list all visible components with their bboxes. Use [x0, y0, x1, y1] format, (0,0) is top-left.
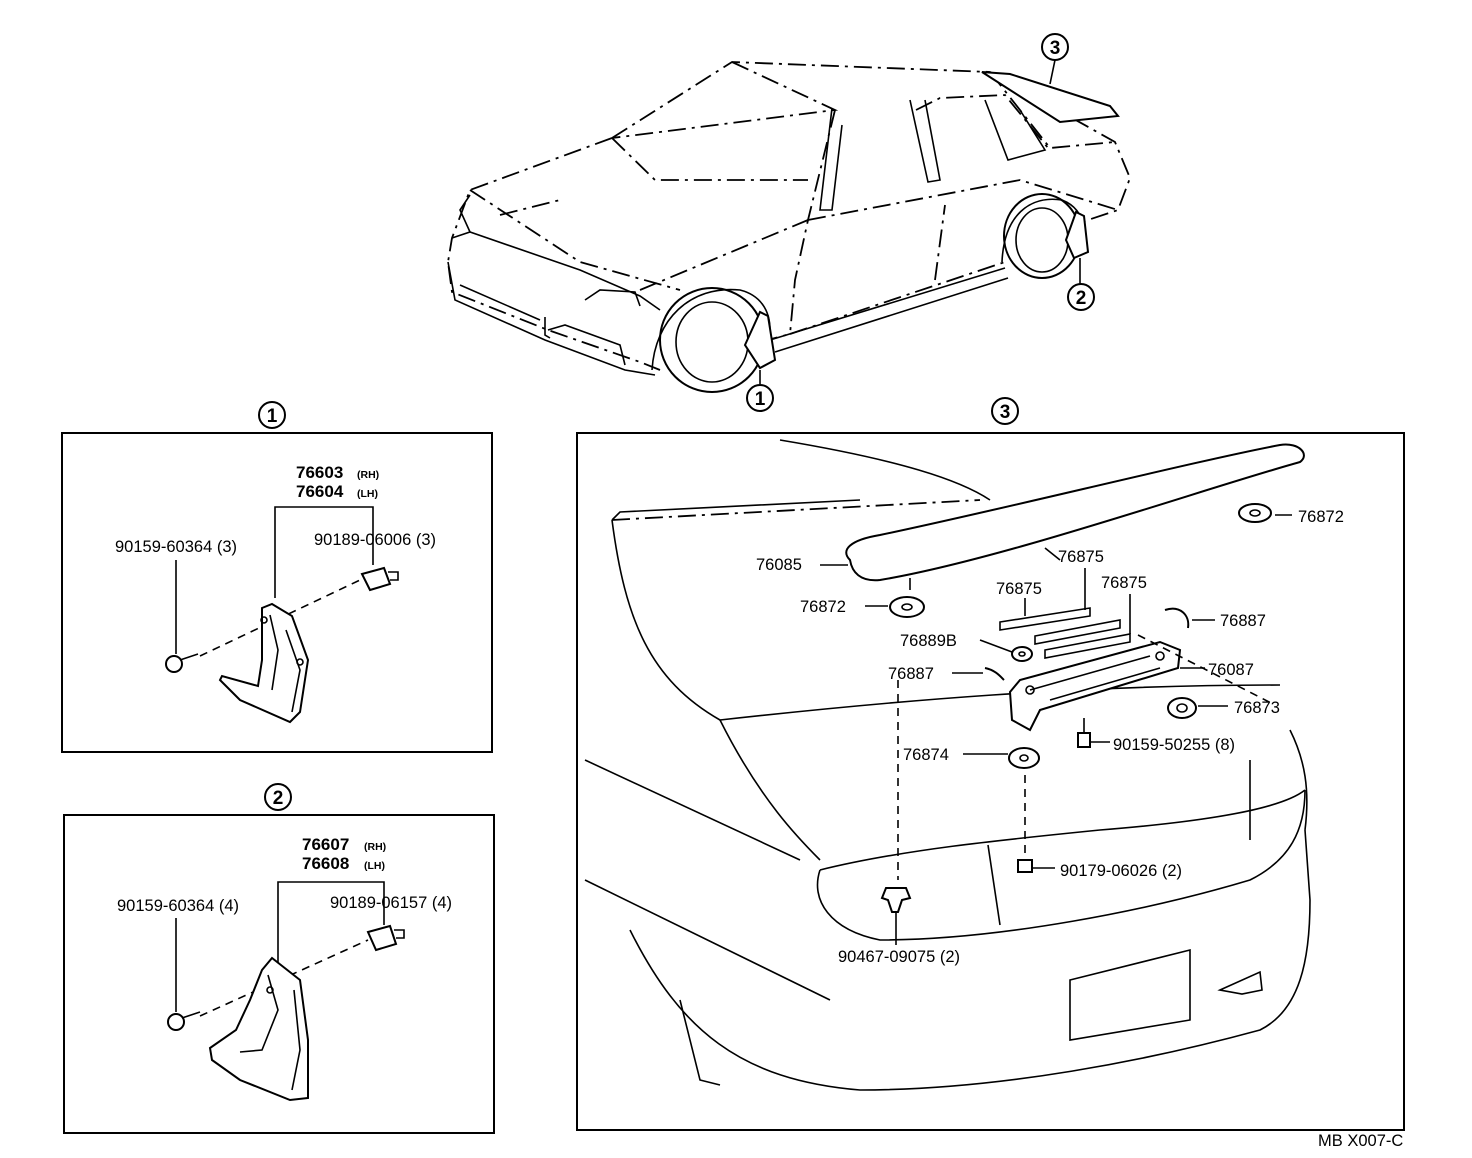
washer-icon [1011, 646, 1033, 662]
cushion-icon [1167, 697, 1197, 719]
panel1-marker: 1 [258, 401, 286, 429]
svg-text:2: 2 [273, 788, 284, 809]
label-clip: 90467-09075 (2) [838, 948, 960, 966]
screw-icon [167, 1011, 201, 1031]
pad-icon [889, 596, 925, 618]
svg-text:3: 3 [1000, 402, 1011, 423]
label-flap-lh: 76604 [296, 482, 344, 501]
label-flap-lh-side: (LH) [364, 860, 385, 872]
panel3-marker: 3 [991, 397, 1019, 425]
label-spoiler: 76085 [756, 556, 802, 574]
label-gasket: 76874 [903, 746, 949, 764]
marker-spoiler: 3 [1041, 33, 1069, 61]
screw-icon [165, 653, 199, 673]
label-flap-lh: 76608 [302, 854, 349, 873]
bolt-icon [1077, 718, 1091, 748]
svg-text:2: 2 [1076, 288, 1087, 309]
label-bracket: 76087 [1208, 661, 1254, 679]
label-tape-right: 76875 [1101, 574, 1147, 592]
label-pad-left: 76872 [800, 598, 846, 616]
label-flap-rh: 76607 [302, 835, 349, 854]
label-tape-left: 76875 [996, 580, 1042, 598]
label-flap-rh-side: (RH) [364, 841, 386, 853]
car-overview-illustration [447, 59, 1131, 393]
label-clip: 90189-06157 (4) [330, 894, 452, 912]
panel2-marker: 2 [264, 783, 292, 811]
label-screw: 90159-60364 (3) [115, 538, 237, 556]
clip-icon [366, 924, 405, 952]
clip-icon [880, 887, 912, 913]
label-nut: 90179-06026 (2) [1060, 862, 1182, 880]
panel-front-mudflap: 1 76603 (RH) 76604 (LH) 90159-60364 (3) … [61, 401, 493, 753]
label-screw: 90159-60364 (4) [117, 897, 239, 915]
marker-front-flap: 1 [746, 384, 774, 412]
panel-rear-mudflap: 2 76607 (RH) 76608 (LH) 90159-60364 (4) … [63, 783, 495, 1134]
label-cushion: 76873 [1234, 699, 1280, 717]
label-seal-right: 76887 [1220, 612, 1266, 630]
label-clip: 90189-06006 (3) [314, 531, 436, 549]
label-flap-rh: 76603 [296, 463, 343, 482]
nut-icon [1017, 859, 1033, 873]
svg-text:1: 1 [755, 389, 766, 410]
svg-text:3: 3 [1050, 38, 1061, 59]
panel-rear-spoiler: 3 [576, 397, 1405, 1131]
label-tape-top: 76875 [1058, 548, 1104, 566]
pad-icon [1238, 503, 1272, 523]
label-flap-lh-side: (LH) [357, 488, 378, 500]
label-pad-right: 76872 [1298, 508, 1344, 526]
gasket-icon [1008, 747, 1040, 769]
label-washer: 76889B [900, 632, 957, 650]
drawing-code: MB X007-C [1318, 1132, 1403, 1150]
label-flap-rh-side: (RH) [357, 469, 379, 481]
label-bolt: 90159-50255 (8) [1113, 736, 1235, 754]
marker-rear-flap: 2 [1067, 283, 1095, 311]
label-seal-left: 76887 [888, 665, 934, 683]
clip-icon [360, 566, 399, 592]
svg-text:1: 1 [267, 406, 278, 427]
